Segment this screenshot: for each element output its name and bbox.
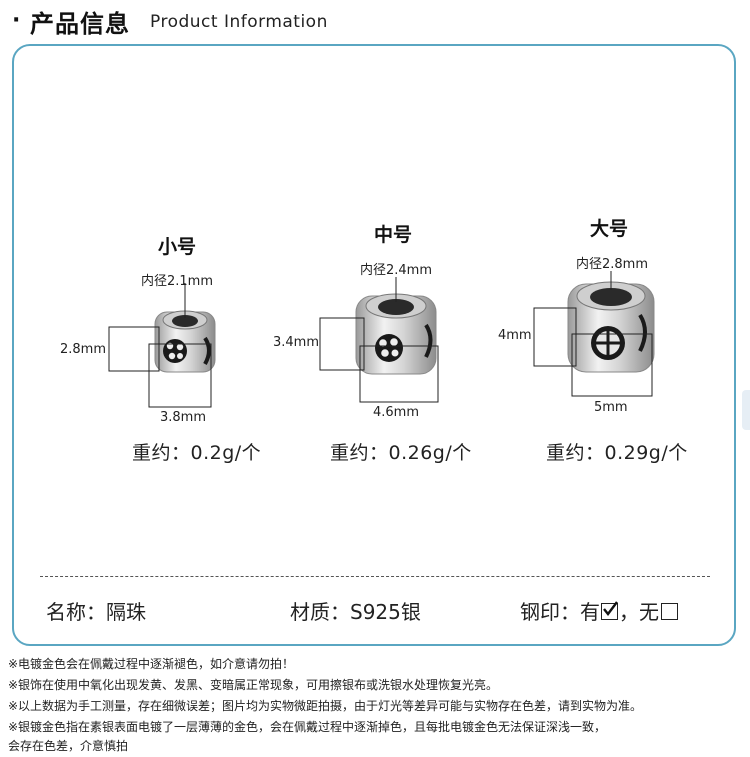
stamp-label: 钢印： bbox=[520, 600, 580, 624]
bead-small-image bbox=[154, 310, 216, 373]
bead-medium-dimensions bbox=[319, 277, 439, 403]
note-2: ※银饰在使用中氧化出现发黄、发黑、变暗属正常现象，可用擦银布或洗银水处理恢复光亮… bbox=[8, 678, 499, 692]
size-label-large: 大号 bbox=[590, 218, 629, 240]
bead-large-dimensions bbox=[533, 271, 653, 397]
bead-small-dimensions bbox=[108, 283, 212, 408]
note-1: ※电镀金色会在佩戴过程中逐渐褪色，如介意请勿拍！ bbox=[8, 657, 295, 671]
bead-large-image bbox=[567, 281, 655, 373]
weight-small: 重约：0.2g/个 bbox=[132, 442, 262, 464]
spec-stamp: 钢印：有 ，无 bbox=[520, 596, 678, 625]
size-label-small: 小号 bbox=[158, 236, 197, 258]
header-bullet: · bbox=[12, 8, 21, 33]
header-title-en: Product Information bbox=[150, 12, 328, 32]
inner-diameter-medium: 内径2.4mm bbox=[360, 263, 433, 278]
note-3: ※以上数据为手工测量，存在细微误差；图片均为实物微距拍摄，由于灯光等差异可能与实… bbox=[8, 699, 643, 713]
note-5: 会存在色差，介意慎拍 bbox=[8, 739, 129, 753]
bead-medium-image bbox=[355, 293, 437, 375]
stamp-separator: ， bbox=[619, 600, 639, 624]
weight-large: 重约：0.29g/个 bbox=[546, 442, 688, 464]
width-small: 3.8mm bbox=[160, 410, 207, 425]
section-header: · 产品信息 Product Information bbox=[0, 0, 750, 44]
height-small: 2.8mm bbox=[60, 342, 107, 357]
width-medium: 4.6mm bbox=[373, 405, 420, 420]
height-medium: 3.4mm bbox=[273, 335, 320, 350]
stamp-no: 无 bbox=[639, 600, 659, 624]
note-4: ※银镀金色指在素银表面电镀了一层薄薄的金色，会在佩戴过程中逐渐掉色，且每批电镀金… bbox=[8, 720, 607, 734]
side-tab bbox=[742, 390, 750, 430]
checked-box-icon bbox=[601, 601, 618, 620]
header-title-cn: 产品信息 bbox=[30, 10, 130, 38]
size-label-medium: 中号 bbox=[374, 224, 413, 246]
width-large: 5mm bbox=[594, 400, 628, 415]
spec-name: 名称：隔珠 bbox=[46, 600, 146, 624]
dashed-divider bbox=[40, 576, 710, 577]
weight-medium: 重约：0.26g/个 bbox=[330, 442, 472, 464]
inner-diameter-small: 内径2.1mm bbox=[141, 274, 214, 289]
spec-material: 材质：S925银 bbox=[290, 600, 421, 624]
unchecked-box-icon bbox=[661, 603, 678, 620]
height-large: 4mm bbox=[498, 328, 532, 343]
stamp-yes: 有 bbox=[580, 600, 600, 624]
inner-diameter-large: 内径2.8mm bbox=[576, 257, 649, 272]
